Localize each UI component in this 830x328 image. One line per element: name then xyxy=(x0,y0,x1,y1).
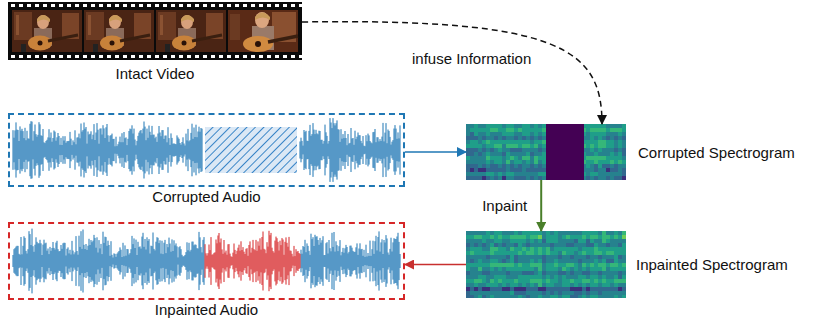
video-frame xyxy=(228,10,298,52)
waveform xyxy=(13,118,400,182)
waveform xyxy=(13,229,400,294)
edge-label: Inpaint xyxy=(480,197,529,214)
inpainted-spectrogram: Inpainted Spectrogram xyxy=(466,231,626,298)
inpainted-waveform xyxy=(205,231,300,291)
inpainted-audio-box: Inpainted Audio xyxy=(8,222,405,300)
connector-arrow xyxy=(302,22,602,124)
spectrogram-image xyxy=(466,231,626,298)
sprocket-holes xyxy=(11,4,303,58)
node-label: Corrupted Spectrogram xyxy=(638,144,795,161)
spectrogram-image xyxy=(466,124,626,180)
connector-arrow xyxy=(405,151,466,153)
edge-label: infuse Information xyxy=(410,50,533,67)
video-strip: Intact Video xyxy=(8,2,302,60)
corrupted-spectrogram: Corrupted Spectrogram xyxy=(466,124,626,180)
corrupted-audio-box: Corrupted Audio xyxy=(8,113,405,187)
connector-arrow xyxy=(540,180,542,231)
missing-segment xyxy=(205,127,297,173)
node-label: Intact Video xyxy=(8,65,302,82)
video-frame xyxy=(12,10,82,52)
node-label: Inpainted Audio xyxy=(10,301,403,318)
node-label: Corrupted Audio xyxy=(10,188,403,205)
video-frame xyxy=(84,10,154,52)
connector-arrow xyxy=(405,264,466,266)
node-label: Inpainted Spectrogram xyxy=(636,256,788,273)
film-strip xyxy=(8,2,302,60)
video-frame xyxy=(156,10,226,52)
